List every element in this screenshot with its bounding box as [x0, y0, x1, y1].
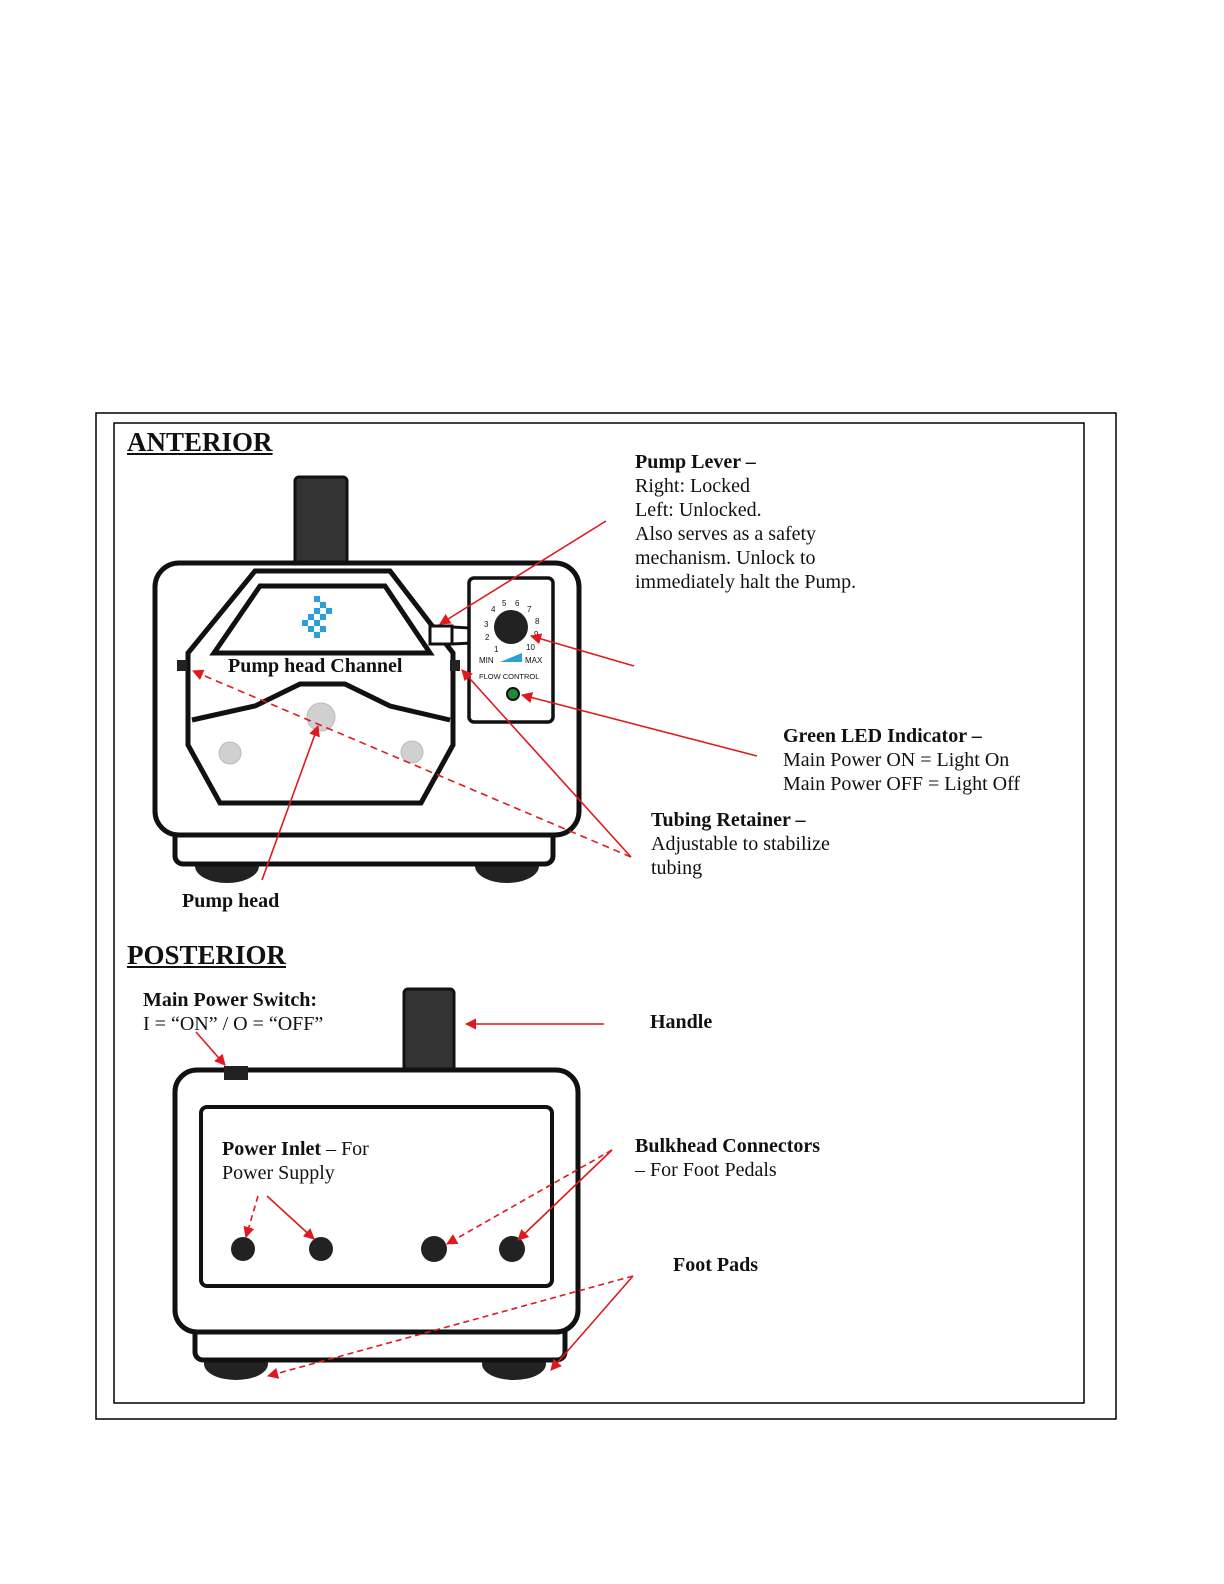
tubing-retainer-right — [450, 660, 460, 671]
posterior-device — [172, 987, 581, 1380]
occlusion-bed — [191, 681, 451, 723]
pump-roller-right — [400, 740, 424, 764]
dial-min-label: MIN — [479, 656, 494, 665]
dial-max-label: MAX — [525, 656, 543, 665]
dial-num-3: 3 — [484, 620, 489, 629]
tubing-retainer-line-1: Adjustable to stabilize — [651, 833, 830, 855]
power-inlet-line-1: Power Inlet – For — [222, 1137, 369, 1161]
green-led-title: Green LED Indicator – — [783, 725, 982, 747]
bulkhead-line: – For Foot Pedals — [635, 1159, 777, 1181]
flow-ramp — [500, 653, 522, 662]
arrow-bulkhead-2 — [517, 1149, 613, 1241]
green-led-line-2: Main Power OFF = Light Off — [783, 773, 1021, 795]
power-inlet-callout: Power Inlet – For Power Supply — [222, 1137, 369, 1185]
outer-frame — [95, 412, 1117, 1420]
pump-lever-line-5: immediately halt the Pump. — [635, 571, 857, 593]
tubing-retainer-callout: Tubing Retainer – Adjustable to stabiliz… — [651, 808, 830, 880]
flow-control-panel — [467, 576, 555, 724]
posterior-panel — [199, 1105, 554, 1288]
arrow-main-power-switch — [195, 1031, 226, 1066]
section-title-anterior: ANTERIOR — [127, 427, 273, 457]
arrow-foot-pad-left — [266, 1275, 634, 1379]
dial-num-8: 8 — [535, 617, 540, 626]
power-inlet-1 — [231, 1237, 255, 1261]
dial-num-2: 2 — [485, 633, 490, 642]
green-led-callout: Green LED Indicator – Main Power ON = Li… — [783, 724, 1020, 796]
anterior-handle — [293, 475, 349, 571]
arrow-foot-pad-right — [550, 1275, 634, 1371]
main-power-switch — [224, 1066, 248, 1080]
section-title-posterior: POSTERIOR — [127, 940, 287, 970]
inner-frame — [113, 422, 1085, 1404]
power-inlet-2 — [309, 1237, 333, 1261]
pump-lever-line-1: Right: Locked — [635, 475, 750, 497]
tubing-retainer-title: Tubing Retainer – — [651, 809, 806, 831]
arrow-bulkhead-1 — [446, 1149, 613, 1245]
pump-lever-line-2: Left: Unlocked. — [635, 499, 762, 521]
pump-roller-left — [218, 741, 242, 765]
arrow-tubing-retainer-right — [461, 669, 632, 858]
brand-logo — [302, 596, 332, 638]
pump-lever-line-4: mechanism. Unlock to — [635, 547, 816, 569]
power-inlet-suffix: – For — [321, 1138, 369, 1160]
arrow-flow-control — [529, 633, 635, 667]
pump-head-label: Pump head — [182, 890, 280, 912]
green-led — [506, 687, 520, 701]
arrow-tubing-retainer-left — [191, 669, 632, 858]
main-power-switch-title: Main Power Switch: — [143, 989, 318, 1011]
tubing-retainer-line-2: tubing — [651, 857, 703, 879]
dial-num-10: 10 — [526, 643, 535, 652]
anterior-device: 1 2 3 4 5 6 7 8 9 10 MIN MAX FLOW CONTRO… — [152, 475, 582, 883]
pump-lever-callout: Pump Lever – Right: Locked Left: Unlocke… — [635, 450, 856, 594]
power-inlet-title: Power Inlet — [222, 1138, 322, 1160]
main-power-switch-callout: Main Power Switch: I = “ON” / O = “OFF” — [143, 988, 323, 1036]
arrow-power-inlet-1 — [243, 1195, 259, 1239]
bulkhead-callout: Bulkhead Connectors – For Foot Pedals — [635, 1134, 820, 1182]
power-inlet-line-2: Power Supply — [222, 1162, 335, 1184]
dial-num-1: 1 — [494, 645, 499, 654]
posterior-handle — [402, 987, 456, 1075]
handle-label: Handle — [650, 1011, 713, 1033]
pump-head-channel-label: Pump head Channel — [228, 655, 403, 677]
flow-control-knob — [494, 610, 528, 644]
main-power-switch-line: I = “ON” / O = “OFF” — [143, 1013, 324, 1035]
dial-num-4: 4 — [491, 605, 496, 614]
bulkhead-title: Bulkhead Connectors — [635, 1135, 821, 1157]
tubing-retainer-left — [177, 660, 187, 671]
pump-lever-title: Pump Lever – — [635, 451, 756, 473]
dial-caption: FLOW CONTROL — [479, 672, 539, 681]
green-led-line-1: Main Power ON = Light On — [783, 749, 1010, 771]
arrow-power-inlet-2 — [266, 1195, 315, 1240]
bulkhead-connector-2 — [499, 1236, 525, 1262]
pump-roller-center — [306, 702, 336, 732]
dial-num-7: 7 — [527, 605, 532, 614]
bulkhead-connector-1 — [421, 1236, 447, 1262]
arrow-pump-lever — [439, 520, 607, 625]
dial-num-5: 5 — [502, 599, 507, 608]
foot-pads-label: Foot Pads — [673, 1254, 758, 1276]
arrow-pump-head — [261, 724, 320, 881]
pump-lever-line-3: Also serves as a safety — [635, 523, 817, 545]
arrow-green-led — [520, 692, 758, 757]
dial-num-6: 6 — [515, 599, 520, 608]
